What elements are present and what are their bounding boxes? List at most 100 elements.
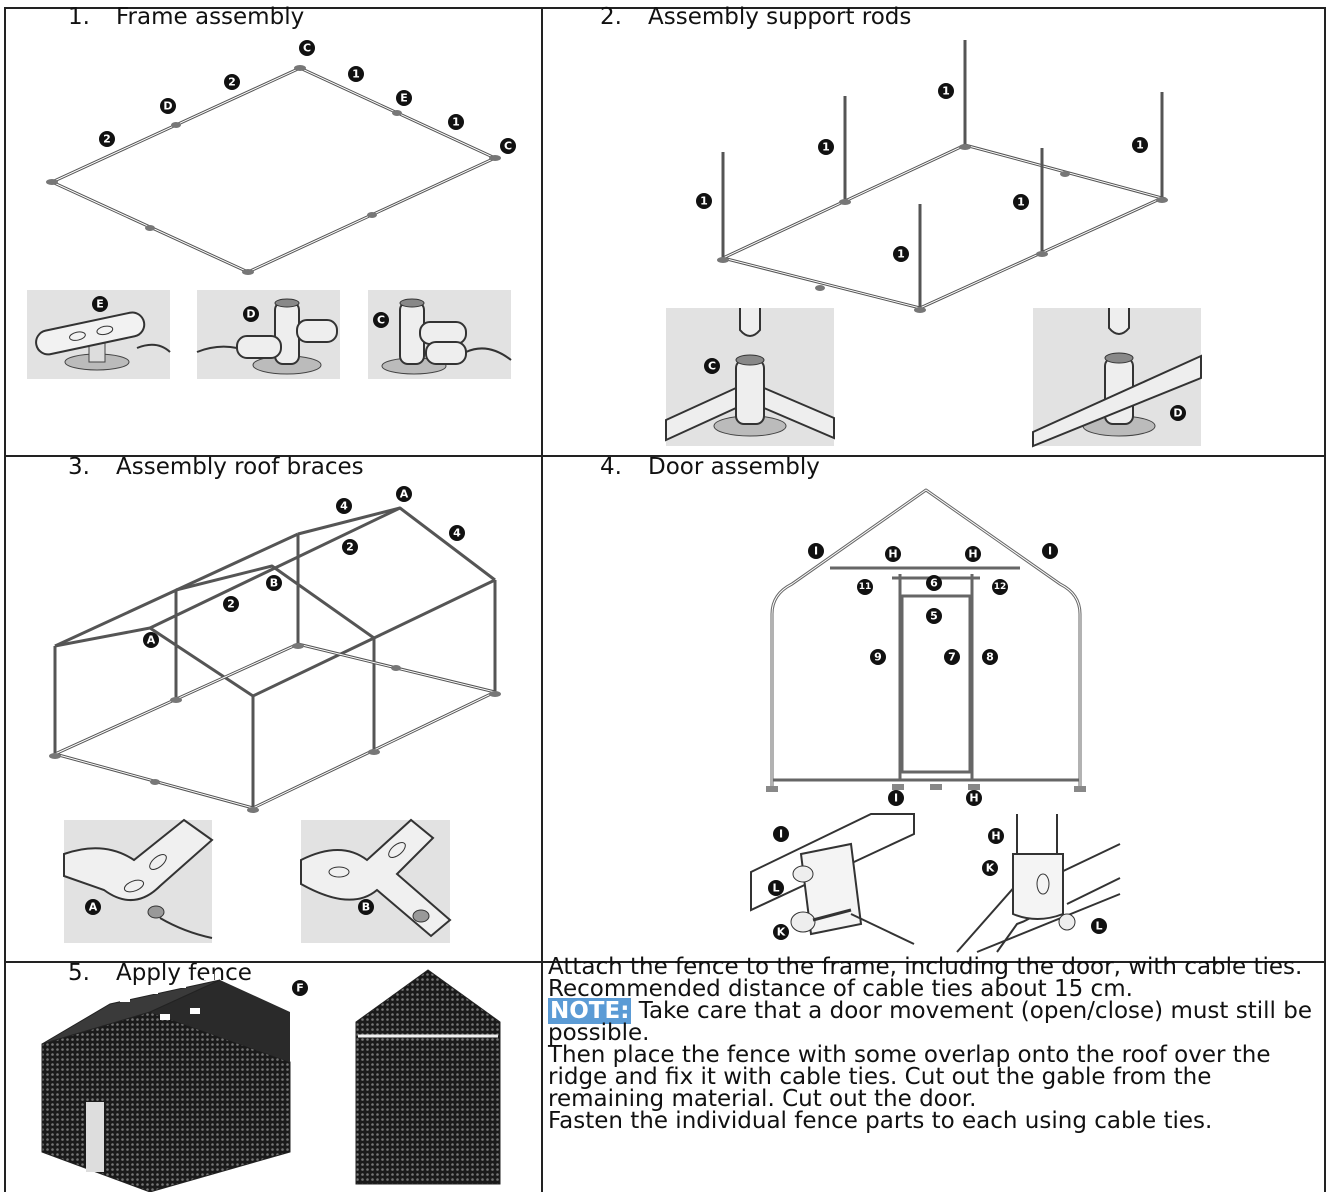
step-1-marker-2b: 2 [99,131,115,147]
svg-text:6: 6 [930,577,938,590]
step-4-marker-11: 11 [857,579,873,595]
step-1-marker-1b: 1 [448,114,464,130]
step-2-title: 2.Assembly support rods [600,4,912,30]
row-divider-1 [6,455,1324,457]
svg-text:1: 1 [1136,139,1144,152]
step-3-marker-2b: 2 [223,596,239,612]
step-1-title: 1.Frame assembly [68,4,305,30]
step-3-roof-diagram: A 4 4 2 B 2 A [49,486,501,813]
svg-text:1: 1 [897,248,905,261]
svg-text:8: 8 [986,651,994,664]
step-3-title: 3.Assembly roof braces [68,454,364,480]
svg-text:1: 1 [700,195,708,208]
svg-text:C: C [303,42,311,55]
step-3-marker-a-top: A [396,486,412,502]
svg-text:2: 2 [228,76,236,89]
note-label: NOTE: [548,998,632,1024]
svg-text:2: 2 [227,598,235,611]
step-4-detail-h: H K L [956,814,1121,953]
svg-text:1: 1 [452,116,460,129]
step-3-marker-2a: 2 [342,539,358,555]
step-4-marker-5: 5 [926,608,942,624]
svg-text:9: 9 [874,651,882,664]
step-5-instructions: Attach the fence to the frame, including… [548,954,1318,1134]
svg-text:1: 1 [822,141,830,154]
step-3-marker-4b: 4 [449,525,465,541]
svg-text:4: 4 [453,527,461,540]
step-2-marker-1d: 1 [696,193,712,209]
step-4-marker-7: 7 [944,649,960,665]
step-1-marker-c-right: C [500,138,516,154]
svg-text:H: H [888,548,897,561]
step-2-detail-c: C [665,308,835,446]
instruction-grid [4,7,1326,1192]
svg-text:1: 1 [352,68,360,81]
step-5-paragraph-3: Then place the fence with some overlap o… [548,1042,1271,1112]
svg-text:12: 12 [994,582,1007,592]
step-2-marker-1f: 1 [893,246,909,262]
svg-text:5: 5 [930,610,938,623]
step-3-detail-a: A [63,818,214,943]
step-4-detail-i: I L K [750,813,915,952]
svg-text:A: A [400,488,409,501]
step-4-marker-h-left: H [885,546,901,562]
step-1-detail-c: C [368,290,512,379]
step-3-marker-b: B [266,575,282,591]
step-4-marker-9: 9 [870,649,886,665]
svg-text:K: K [986,862,995,875]
column-divider [541,9,543,1192]
svg-text:D: D [246,308,255,321]
step-2-marker-1b: 1 [818,139,834,155]
svg-text:1: 1 [1017,196,1025,209]
svg-text:L: L [1095,920,1102,933]
step-4-marker-h-right: H [965,546,981,562]
svg-text:I: I [814,545,818,558]
svg-text:I: I [1048,545,1052,558]
step-2-marker-1c: 1 [1132,137,1148,153]
step-4-marker-8: 8 [982,649,998,665]
step-3-detail-b: B [300,818,452,943]
svg-text:D: D [1173,407,1182,420]
step-5-title: 5.Apply fence [68,960,252,986]
step-5-note: NOTE: Take care that a door movement (op… [548,998,1312,1046]
svg-text:H: H [991,830,1000,843]
step-5-fence-diagram: F [41,969,501,1192]
svg-text:1: 1 [942,85,950,98]
svg-text:I: I [779,828,783,841]
svg-text:C: C [708,360,716,373]
step-1-marker-e: E [396,90,412,106]
step-4-marker-12: 12 [992,579,1008,595]
step-4-marker-6: 6 [926,575,942,591]
svg-text:7: 7 [948,651,956,664]
step-4-marker-h-bottom: H [966,790,982,806]
step-1-marker-2a: 2 [224,74,240,90]
svg-text:B: B [270,577,278,590]
step-2-marker-1e: 1 [1013,194,1029,210]
svg-text:E: E [400,92,408,105]
svg-text:F: F [296,982,304,995]
svg-text:L: L [772,882,779,895]
step-1-marker-d: D [160,98,176,114]
svg-text:B: B [362,901,370,914]
step-1-frame-diagram: C 1 2 D E 1 C 2 [46,40,516,275]
step-4-marker-i-bottom: I [888,790,904,806]
svg-text:A: A [147,634,156,647]
step-4-title: 4.Door assembly [600,454,820,480]
step-4-marker-i-left: I [808,543,824,559]
svg-text:2: 2 [346,541,354,554]
svg-text:C: C [504,140,512,153]
step-2-marker-1a: 1 [938,83,954,99]
step-5-paragraph-1: Attach the fence to the frame, including… [548,954,1303,1002]
svg-text:2: 2 [103,133,111,146]
svg-text:K: K [777,926,786,939]
step-3-marker-4a: 4 [336,498,352,514]
svg-text:4: 4 [340,500,348,513]
step-4-marker-i-right: I [1042,543,1058,559]
step-5-paragraph-4: Fasten the individual fence parts to eac… [548,1108,1213,1134]
step-2-rods-diagram: 1 1 1 1 1 1 [696,40,1168,313]
step-1-marker-c-top: C [299,40,315,56]
step-3-marker-a-left: A [143,632,159,648]
svg-text:E: E [96,298,104,311]
svg-text:A: A [89,901,98,914]
svg-text:I: I [894,792,898,805]
